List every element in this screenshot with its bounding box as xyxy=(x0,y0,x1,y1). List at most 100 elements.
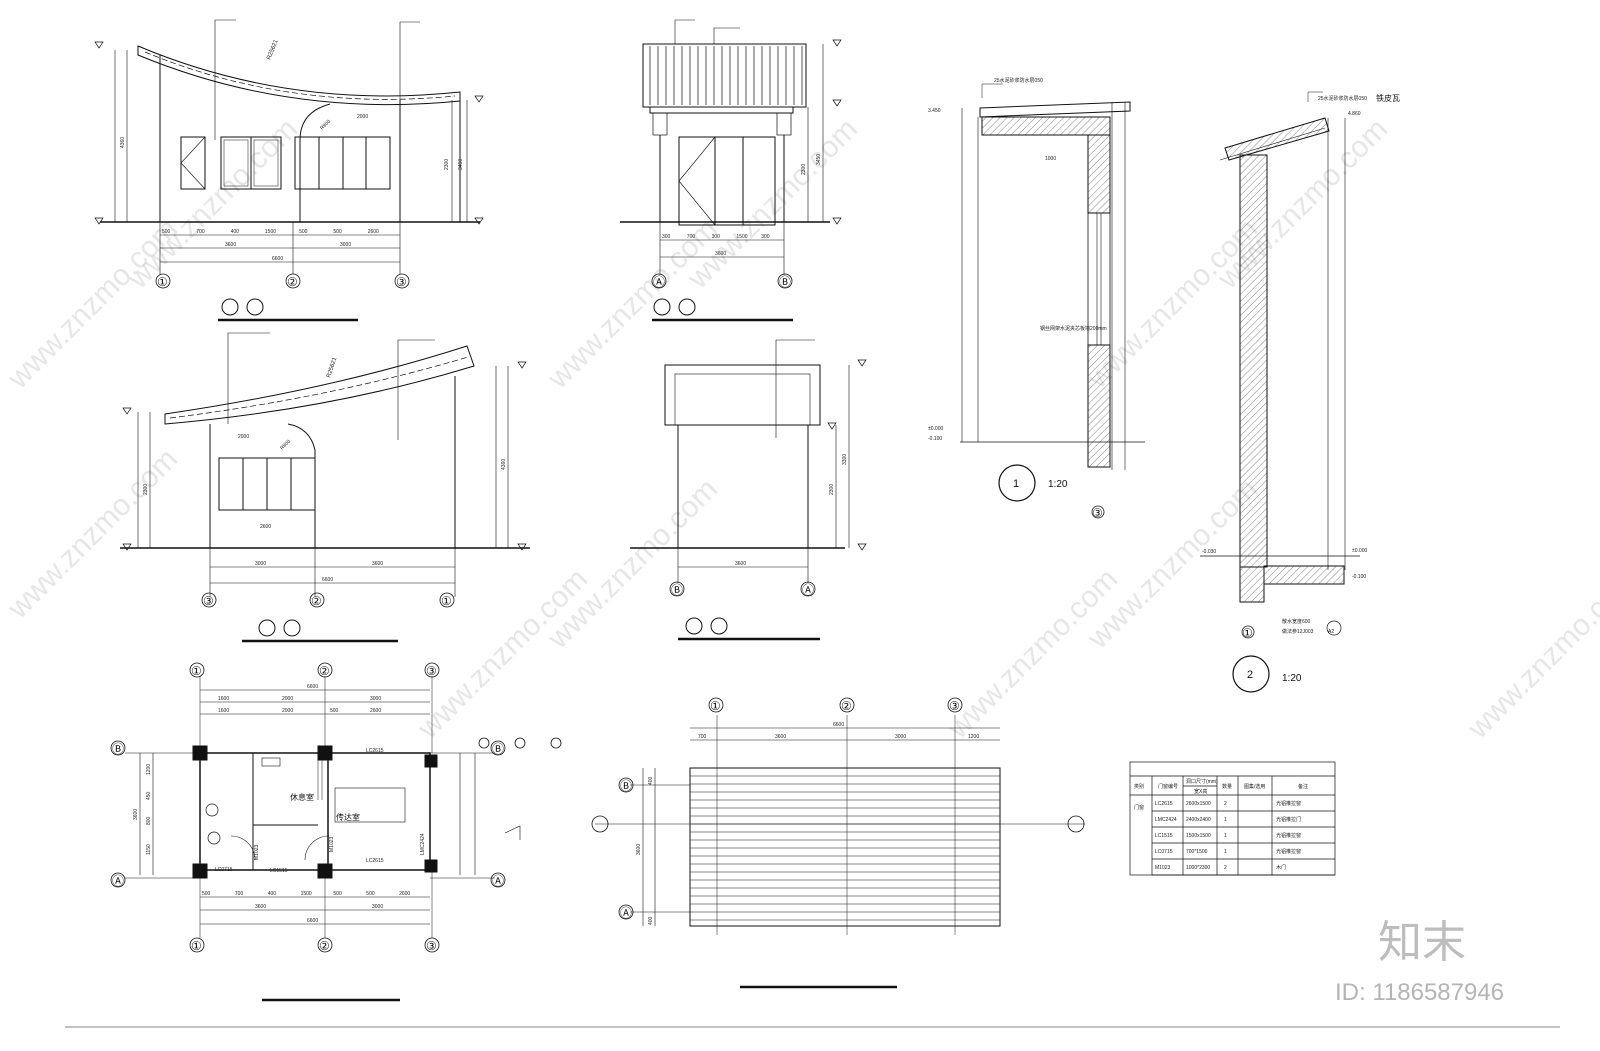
dimension-text: 3300 xyxy=(842,454,848,465)
roof-radius-label: R25621 xyxy=(266,38,280,60)
axis-label: ② xyxy=(319,939,330,953)
dimension-text: 2600 xyxy=(368,229,379,235)
axis-label: ① xyxy=(157,275,168,289)
table-cell: 1 xyxy=(1224,833,1227,839)
level-mark: -0.100 xyxy=(1352,574,1366,580)
window-lmc2424 xyxy=(678,136,776,226)
door-tag: M1023 xyxy=(254,844,260,860)
dimension-text: 400 xyxy=(648,916,654,925)
dimension-text: 1500 xyxy=(301,891,312,897)
axis-label: ③ xyxy=(949,699,960,713)
dimension-text: 2300 xyxy=(143,484,149,495)
dimension-text: 1000 xyxy=(1045,156,1056,162)
dimension-text: 500 xyxy=(202,891,211,897)
section-note: 25水泥砂浆防水层050 xyxy=(994,77,1043,84)
room-label: 传达室 xyxy=(336,812,360,822)
window-tag: LC1515 xyxy=(270,868,288,874)
axis-label: Ⓐ xyxy=(492,874,504,888)
section-detail-2: 25水泥砂浆防水层050 铁皮瓦 4.860 ±0.000 -0.030 -0.… xyxy=(1200,91,1400,693)
arch-radius-label: R800 xyxy=(279,439,292,452)
axis-label: ③ xyxy=(1092,506,1103,520)
roof-radius-label: R25621 xyxy=(326,356,338,378)
dimension-text: 1500 xyxy=(736,234,747,240)
table-cell: LC0715 xyxy=(1155,849,1173,855)
dimension-text: 4360 xyxy=(501,459,507,470)
table-cell: 1 xyxy=(1224,817,1227,823)
table-header: 图集/选用 xyxy=(1244,783,1265,790)
dimension-text: 4360 xyxy=(120,137,126,148)
table-header: 洞口尺寸(mm) xyxy=(1186,778,1218,785)
dimension-text: 6600 xyxy=(307,918,318,924)
dimension-text: 3000 xyxy=(370,696,381,702)
level-mark: -0.100 xyxy=(928,436,942,442)
dimension-text: 3000 xyxy=(340,242,351,248)
dimension-text: 500 xyxy=(366,891,375,897)
table-cell: 光铝推拉窗 xyxy=(1276,800,1301,807)
elevation-back: R25621 2000 2600 R800 3000 3600 6600 436… xyxy=(120,332,530,643)
dimension-text: 450 xyxy=(146,791,152,800)
axis-label: Ⓑ xyxy=(112,742,124,756)
axis-label: ① xyxy=(710,699,721,713)
table-header: 备注 xyxy=(1298,783,1308,790)
table-cell: LC1515 xyxy=(1155,833,1173,839)
watermark-text: www.znzmo.com xyxy=(941,562,1124,745)
table-cell: 2400x2400 xyxy=(1186,817,1211,823)
section-label: 铁皮瓦 xyxy=(1376,93,1400,103)
dimension-text: 3450 xyxy=(816,154,822,165)
detail-number: 1 xyxy=(1013,478,1019,490)
section-note: 25水泥砂浆防水层050 xyxy=(1318,95,1367,102)
level-mark: ±0.000 xyxy=(928,426,943,432)
table-cell: 2 xyxy=(1224,801,1227,807)
dimension-text: 3000 xyxy=(895,734,906,740)
dimension-text: 3600 xyxy=(775,734,786,740)
dimension-text: 3600 xyxy=(636,844,642,855)
dimension-text: 6600 xyxy=(307,684,318,690)
watermark-text: www.znzmo.com xyxy=(411,562,594,745)
level-mark: 4.860 xyxy=(1348,111,1361,117)
level-mark: -0.030 xyxy=(1202,549,1216,555)
window-tag: LMC2424 xyxy=(420,833,426,855)
axis-label: ② xyxy=(841,699,852,713)
dimension-text: 6600 xyxy=(322,577,333,583)
section-ref: A2 xyxy=(1328,629,1334,635)
axis-label: Ⓐ xyxy=(802,583,814,597)
window-lc2615 xyxy=(218,457,316,511)
table-header: 类别 xyxy=(1134,783,1144,790)
dimension-text: 3600 xyxy=(715,251,726,257)
window-tag: LC2615 xyxy=(366,748,384,754)
dimension-text: 300 xyxy=(761,234,770,240)
dimension-text: 700 xyxy=(698,734,707,740)
level-mark: 3.450 xyxy=(928,108,941,114)
dimension-text: 3000 xyxy=(372,904,383,910)
dimension-text: 800 xyxy=(146,816,152,825)
window-tag: LC0715 xyxy=(215,867,233,873)
axis-label: Ⓑ xyxy=(492,742,504,756)
axis-label: ③ xyxy=(426,939,437,953)
brand-logo-text: 知末 xyxy=(1378,918,1466,967)
dimension-text: 1200 xyxy=(146,764,152,775)
dimension-text: 500 xyxy=(333,891,342,897)
window-lc0715 xyxy=(180,136,206,190)
table-cell: 光铝推拉窗 xyxy=(1276,848,1301,855)
axis-label: ③ xyxy=(203,594,214,608)
dimension-text: 500 xyxy=(162,229,171,235)
dimension-text: 1600 xyxy=(218,708,229,714)
detail-scale: 1:20 xyxy=(1282,673,1302,684)
image-id-text: ID: 1186587946 xyxy=(1335,979,1504,1006)
axis-label: Ⓑ xyxy=(779,275,791,289)
dimension-text: 3000 xyxy=(255,561,266,567)
table-cell: 门窗 xyxy=(1134,804,1144,811)
window-lc1515 xyxy=(220,136,282,190)
table-header: 门窗编号 xyxy=(1158,783,1178,790)
table-header: 数量 xyxy=(1222,783,1232,790)
dimension-text: 2000 xyxy=(282,696,293,702)
table-cell: 1 xyxy=(1224,849,1227,855)
window-lc2615 xyxy=(294,136,391,190)
watermark-text: www.znzmo.com xyxy=(1461,562,1600,745)
